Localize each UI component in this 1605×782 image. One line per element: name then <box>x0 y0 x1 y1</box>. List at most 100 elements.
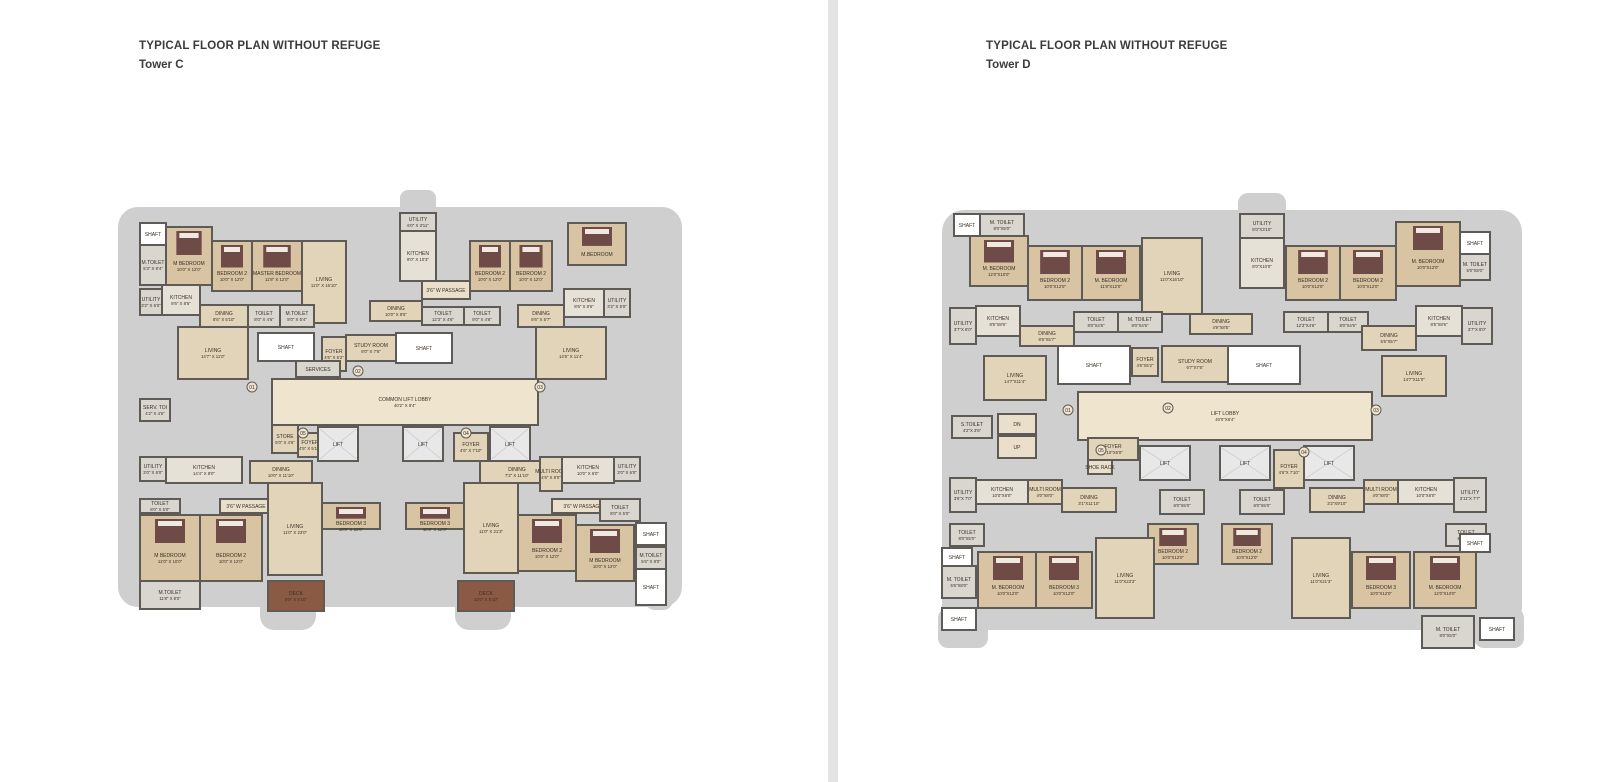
tower-c-lift-cross <box>491 428 529 460</box>
tower-c-room-outline <box>563 288 605 318</box>
tower-c-room-name: LIFT <box>505 442 515 448</box>
tower-d-pillow-icon <box>1416 228 1440 233</box>
tower-c-room-dim: 10'0" X 12'0" <box>219 559 244 564</box>
tower-d-room-dim: 12'0"X10'0" <box>1434 591 1456 596</box>
tower-d-pillow-icon <box>1356 252 1380 257</box>
tower-c-room-name: UTILITY <box>142 297 161 303</box>
tower-d-room-name: BEDROOM 2 <box>1158 549 1188 555</box>
tower-c-room-name: KITCHEN <box>577 465 599 471</box>
tower-c-room-dim: 12'0" X 10'0" <box>158 559 183 564</box>
tower-c-room-name: STUDY ROOM <box>354 343 388 349</box>
tower-d-lift-cross <box>1141 447 1189 479</box>
tower-d-room: BEDROOM 210'0"X12'0" <box>1221 523 1273 565</box>
tower-d-room: SHAFT <box>1227 345 1301 385</box>
tower-d-lift-cross <box>1305 447 1353 479</box>
tower-d-room-dim: 3'1"X11'10" <box>1078 501 1100 506</box>
tower-d-room-dim: 3'7"X 8'0" <box>1468 327 1487 332</box>
tower-c-room-dim: 10'0" X 12'0" <box>535 554 560 559</box>
tower-c-room-outline <box>271 378 539 426</box>
tower-d-pillow-icon <box>1301 252 1325 257</box>
tower-c-room-dim: 10'0" X 12'0" <box>478 277 503 282</box>
tower-c-room-dim: 12'3" X 4'6" <box>432 317 454 322</box>
tower-d-pillow-icon <box>987 242 1011 247</box>
tower-d-flat-marker <box>1298 446 1310 458</box>
tower-c-room-dim: 4'2" X 4'6" <box>145 411 165 416</box>
tower-d-room-outline <box>1141 237 1203 315</box>
tower-d-room: UP <box>997 435 1037 459</box>
tower-d-room-dim: 4'6"X5'2" <box>1136 363 1154 368</box>
tower-d-room-outline <box>1227 345 1301 385</box>
tower-c-room-dim: 10'0" X 5'10" <box>474 597 499 602</box>
tower-c-room-outline <box>257 332 315 362</box>
tower-c-room-outline <box>561 456 615 484</box>
tower-c-room: 3'6" W PASSAGE <box>219 498 273 514</box>
tower-c-room-name: BEDROOM 2 <box>475 271 505 277</box>
tower-d-room: BEDROOM 310'0"X12'0" <box>1351 551 1411 609</box>
tower-c-room-dim: 4'6" X 7'10" <box>460 448 482 453</box>
tower-c-room-name: LIFT <box>418 442 428 448</box>
tower-d-room-name: MULTI ROOM <box>1029 487 1061 493</box>
tower-c-room-outline <box>279 304 315 328</box>
tower-d-room-name: FOYER <box>1280 464 1298 470</box>
tower-c-lift-cross <box>404 428 442 460</box>
tower-d-room-dim: 4'2"X 3'6" <box>963 428 982 433</box>
tower-d-room-name: SHOE RACK <box>1085 465 1115 471</box>
tower-d-room-name: SHAFT <box>951 617 967 623</box>
tower-d-room-outline <box>1087 459 1113 475</box>
plan-title-left: TYPICAL FLOOR PLAN WITHOUT REFUGE <box>139 40 381 52</box>
tower-d-room-name: SHAFT <box>1256 363 1272 369</box>
tower-c-room: SHAFT <box>139 222 167 246</box>
tower-d-room-outline <box>997 413 1037 435</box>
tower-d-room-outline <box>1291 537 1351 619</box>
tower-d-room-name: SHAFT <box>949 555 965 561</box>
tower-d-room-dim: 8'0"X4'6" <box>1339 323 1357 328</box>
tower-d-room-dim: 12'3"X4'6" <box>1296 323 1316 328</box>
tower-c-room-name: TOILET <box>473 311 490 317</box>
tower-c-room-name: MULTI ROOM <box>535 469 567 475</box>
tower-d-room-name: M. TOILET <box>1463 262 1487 268</box>
tower-c-room: BEDROOM 210'0" X 12'0" <box>469 240 511 292</box>
tower-c-room-dim: 10'0" X 12'0" <box>423 527 448 532</box>
tower-c-flat-number: 03 <box>537 385 543 391</box>
tower-d-room-dim: 14'7"X11'4" <box>1004 379 1026 384</box>
tower-c-room-dim: 10'0" X 12'0" <box>519 277 544 282</box>
tower-d-room-dim: 8'0"X5'0" <box>1253 503 1271 508</box>
tower-c-room-outline <box>271 424 299 454</box>
tower-c-room-dim: 11'8" X 12'0" <box>265 277 289 282</box>
tower-d-room-dim: 10'0"X12'0" <box>1053 591 1075 596</box>
tower-c-room-name: LIVING <box>563 348 580 354</box>
tower-c-room-outline <box>177 326 249 380</box>
tower-c-room-outline <box>453 432 489 462</box>
tower-c-room-dim: 8'0" X 7'6" <box>361 349 381 354</box>
tower-d-room-dim: 8'0"X5'0" <box>993 226 1011 231</box>
tower-d-room-name: SHAFT <box>1467 241 1483 247</box>
tower-d-room-name: BEDROOM 2 <box>1353 278 1383 284</box>
tower-d-pillow-icon <box>1162 530 1184 535</box>
tower-c-room-name: TOILET <box>611 505 628 511</box>
tower-d-room-name: LIVING <box>1117 573 1134 579</box>
tower-d-room-outline <box>1459 533 1491 553</box>
tower-c-room: BEDROOM 210'0" X 12'0" <box>199 514 263 582</box>
tower-c-room-outline <box>295 360 341 378</box>
tower-c-room-name: M BEDROOM <box>154 553 185 559</box>
tower-d-room-dim: 11'0"X21'3" <box>1310 579 1332 584</box>
tower-d-room-name: UTILITY <box>1461 490 1480 496</box>
tower-d-room: LIFT <box>1303 445 1355 481</box>
tower-d-room-name: SHAFT <box>1489 627 1505 633</box>
tower-d-room-dim: 6'7"X7'6" <box>1186 365 1204 370</box>
